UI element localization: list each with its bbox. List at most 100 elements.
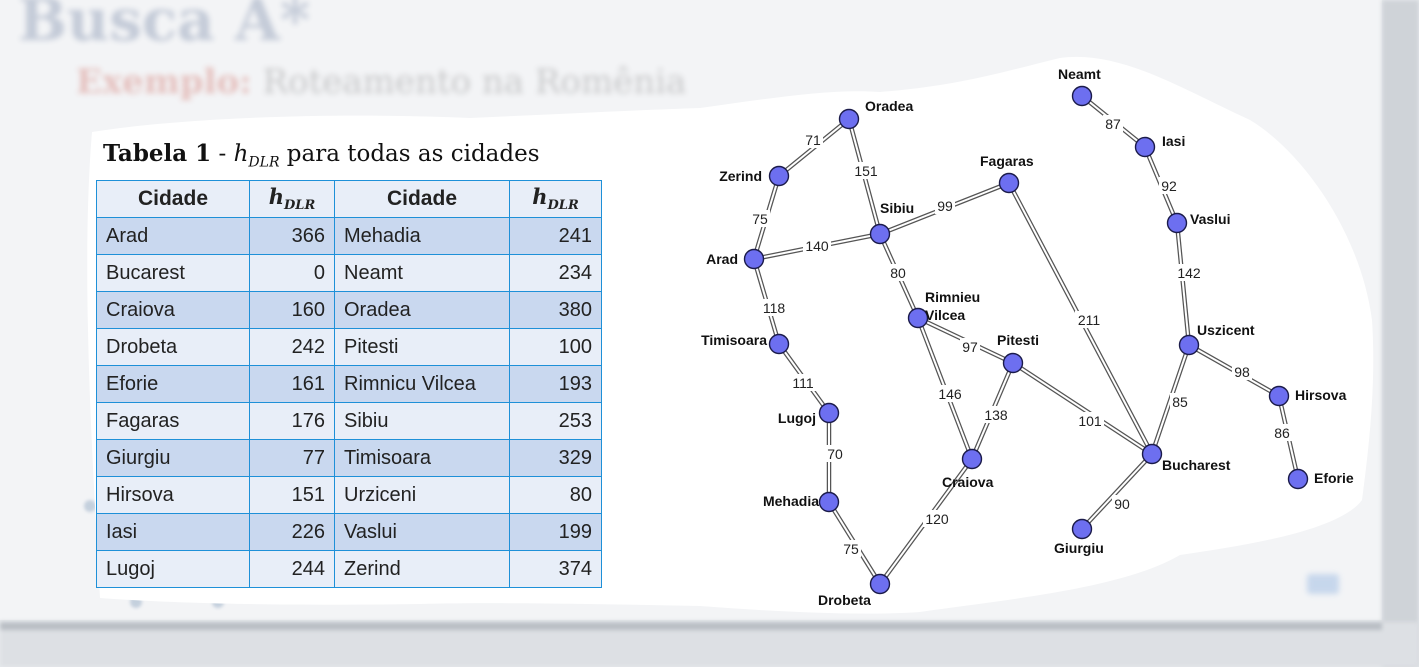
distance-label-background	[1170, 393, 1190, 410]
city-label: Craiova	[942, 474, 994, 490]
distance-label: 142	[1177, 265, 1201, 281]
city-label: Neamt	[1058, 66, 1101, 82]
heuristic-value-cell: 0	[249, 254, 335, 292]
column-header-heuristic: hDLR	[509, 180, 602, 218]
distance-label-background	[1232, 363, 1252, 380]
city-name-cell: Pitesti	[334, 328, 510, 366]
distance-label-background	[803, 131, 823, 148]
distance-label-background	[888, 264, 908, 281]
distance-label: 86	[1274, 425, 1290, 441]
city-name-cell: Mehadia	[334, 217, 510, 255]
distance-label-background	[1075, 311, 1103, 328]
bottom-bar	[0, 622, 1419, 667]
slide-subtitle: Exemplo: Roteamento na Romênia	[76, 62, 686, 102]
distance-label-background	[982, 406, 1010, 423]
road-urziceni-vaslui	[1174, 222, 1192, 346]
heuristic-symbol: h	[268, 184, 285, 210]
distance-label-background	[936, 385, 964, 402]
background-button	[1307, 574, 1339, 594]
distance-label-background	[852, 162, 880, 179]
city-label: Uszicent	[1197, 322, 1255, 338]
heuristic-value-cell: 160	[249, 291, 335, 329]
city-node-pitesti	[1002, 352, 1024, 374]
distance-label: 85	[1172, 394, 1188, 410]
city-node-neamt	[1071, 85, 1093, 107]
city-name-cell: Craiova	[96, 291, 250, 329]
city-name-cell: Rimnicu Vilcea	[334, 365, 510, 403]
distance-label: 146	[938, 386, 962, 402]
city-name-cell: Iasi	[96, 513, 250, 551]
heuristic-subscript: DLR	[547, 198, 579, 214]
city-name-cell: Eforie	[96, 365, 250, 403]
distance-label: 111	[792, 375, 813, 391]
city-name-cell: Oradea	[334, 291, 510, 329]
heuristic-symbol: h	[532, 184, 548, 210]
distance-label-background	[935, 197, 955, 214]
city-label: Pitesti	[997, 332, 1039, 348]
heuristic-value-cell: 234	[509, 254, 602, 292]
heuristic-value-cell: 151	[249, 476, 335, 514]
city-label: Timisoara	[701, 332, 767, 348]
distance-label-background	[841, 540, 861, 557]
distance-label: 140	[805, 238, 829, 254]
city-node-urziceni	[1178, 334, 1200, 356]
city-node-fagaras	[998, 172, 1020, 194]
subtitle-text: Roteamento na Romênia	[262, 62, 687, 102]
city-label: Eforie	[1314, 470, 1354, 486]
scrollbar[interactable]	[1382, 0, 1419, 667]
distance-label: 80	[890, 265, 906, 281]
background-decoration	[84, 500, 96, 512]
distance-label: 87	[1105, 116, 1121, 132]
city-node-hirsova	[1268, 385, 1290, 407]
city-label: Lugoj	[778, 410, 816, 426]
city-label: Giurgiu	[1054, 540, 1104, 556]
caption-math-symbol: h	[233, 141, 249, 167]
heuristic-value-cell: 199	[509, 513, 602, 551]
caption-separator: -	[211, 141, 234, 167]
city-name-cell: Vaslui	[334, 513, 510, 551]
distance-label: 90	[1114, 496, 1130, 512]
city-label: Iasi	[1162, 133, 1185, 149]
column-header-heuristic: hDLR	[249, 180, 335, 218]
subtitle-label: Exemplo:	[76, 62, 252, 102]
distance-label: 75	[843, 541, 859, 557]
column-header-city: Cidade	[334, 180, 510, 218]
city-label: Vaslui	[1190, 211, 1230, 227]
distance-label-background	[789, 374, 817, 391]
distance-label-background	[1103, 115, 1123, 132]
heuristic-value-cell: 80	[509, 476, 602, 514]
distance-label-background	[1272, 424, 1292, 441]
distance-label: 118	[763, 300, 786, 316]
distance-label: 92	[1161, 178, 1177, 194]
distance-label-background	[960, 338, 980, 355]
distance-label: 71	[805, 132, 821, 148]
city-label: Zerind	[719, 168, 762, 184]
city-name-cell: Arad	[96, 217, 250, 255]
caption-math-subscript: DLR	[248, 154, 280, 171]
distance-label-background	[923, 510, 951, 527]
city-name-cell: Urziceni	[334, 476, 510, 514]
city-label: Rimnieu	[925, 289, 980, 305]
heuristic-value-cell: 176	[249, 402, 335, 440]
heuristic-value-cell: 77	[249, 439, 335, 477]
table-caption: Tabela 1 - hDLR para todas as cidades	[103, 140, 540, 171]
distance-label: 138	[984, 407, 1008, 423]
distance-label-background	[1175, 264, 1203, 281]
city-node-oradea	[838, 108, 860, 130]
heuristic-value-cell: 226	[249, 513, 335, 551]
heuristic-value-cell: 161	[249, 365, 335, 403]
city-node-timisoara	[768, 333, 790, 355]
table-header-row: Cidade hDLR Cidade hDLR	[96, 180, 602, 218]
city-node-arad	[743, 248, 765, 270]
city-node-bucharest	[1141, 443, 1163, 465]
distance-label: 211	[1078, 312, 1101, 328]
city-node-rimnicu-vilcea	[907, 307, 929, 329]
heuristic-value-cell: 380	[509, 291, 602, 329]
distance-label-background	[1076, 412, 1104, 429]
